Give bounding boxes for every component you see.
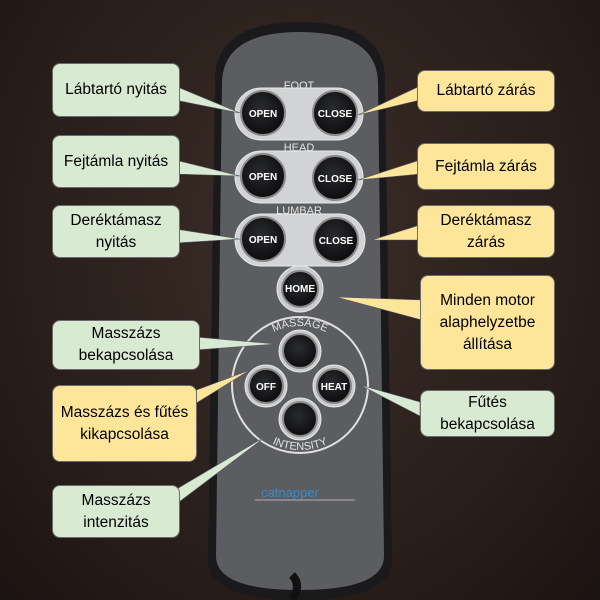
svg-text:OPEN: OPEN — [249, 235, 277, 246]
callout-heat: Fűtés bekapcsolása — [420, 390, 555, 437]
callout-home: Minden motor alaphelyzetbe állítása — [420, 275, 555, 370]
svg-text:CLOSE: CLOSE — [319, 236, 354, 247]
brand-logo: catnapper — [261, 485, 319, 500]
head-close-button[interactable]: CLOSE — [312, 155, 358, 201]
svg-text:HOME: HOME — [285, 284, 315, 295]
svg-text:OFF: OFF — [256, 382, 276, 393]
foot-open-button[interactable]: OPEN — [240, 90, 286, 136]
foot-close-button[interactable]: CLOSE — [312, 90, 358, 136]
callout-massage-on: Masszázs bekapcsolása — [52, 320, 200, 370]
section-intensity: INTENSITY — [271, 435, 330, 453]
section-foot: FOOT — [284, 80, 315, 92]
svg-text:CLOSE: CLOSE — [318, 174, 353, 185]
svg-text:OPEN: OPEN — [249, 172, 277, 183]
section-head: HEAD — [284, 142, 315, 154]
massage-on-button[interactable] — [282, 333, 318, 369]
callout-head-close: Fejtámla zárás — [417, 143, 555, 190]
svg-text:OPEN: OPEN — [249, 109, 277, 120]
callout-off: Masszázs és fűtés kikapcsolása — [52, 385, 197, 462]
home-button[interactable]: HOME — [281, 270, 319, 308]
callout-intensity: Masszázs intenzitás — [52, 485, 180, 538]
callout-foot-open: Lábtartó nyitás — [52, 63, 180, 117]
callout-head-open: Fejtámla nyitás — [52, 135, 180, 188]
heat-button[interactable]: HEAT — [316, 368, 352, 404]
off-button[interactable]: OFF — [248, 368, 284, 404]
callout-foot-close: Lábtartó zárás — [417, 70, 555, 112]
svg-text:CLOSE: CLOSE — [318, 109, 353, 120]
callout-lumbar-close: Deréktámasz zárás — [417, 205, 555, 258]
svg-text:HEAT: HEAT — [321, 382, 347, 393]
section-lumbar: LUMBAR — [276, 205, 322, 217]
lumbar-open-button[interactable]: OPEN — [240, 216, 286, 262]
lumbar-close-button[interactable]: CLOSE — [313, 217, 359, 263]
callout-lumbar-open: Deréktámasz nyitás — [52, 205, 180, 258]
intensity-button[interactable] — [282, 401, 318, 437]
head-open-button[interactable]: OPEN — [240, 153, 286, 199]
section-massage: MASSAGE — [270, 317, 330, 335]
